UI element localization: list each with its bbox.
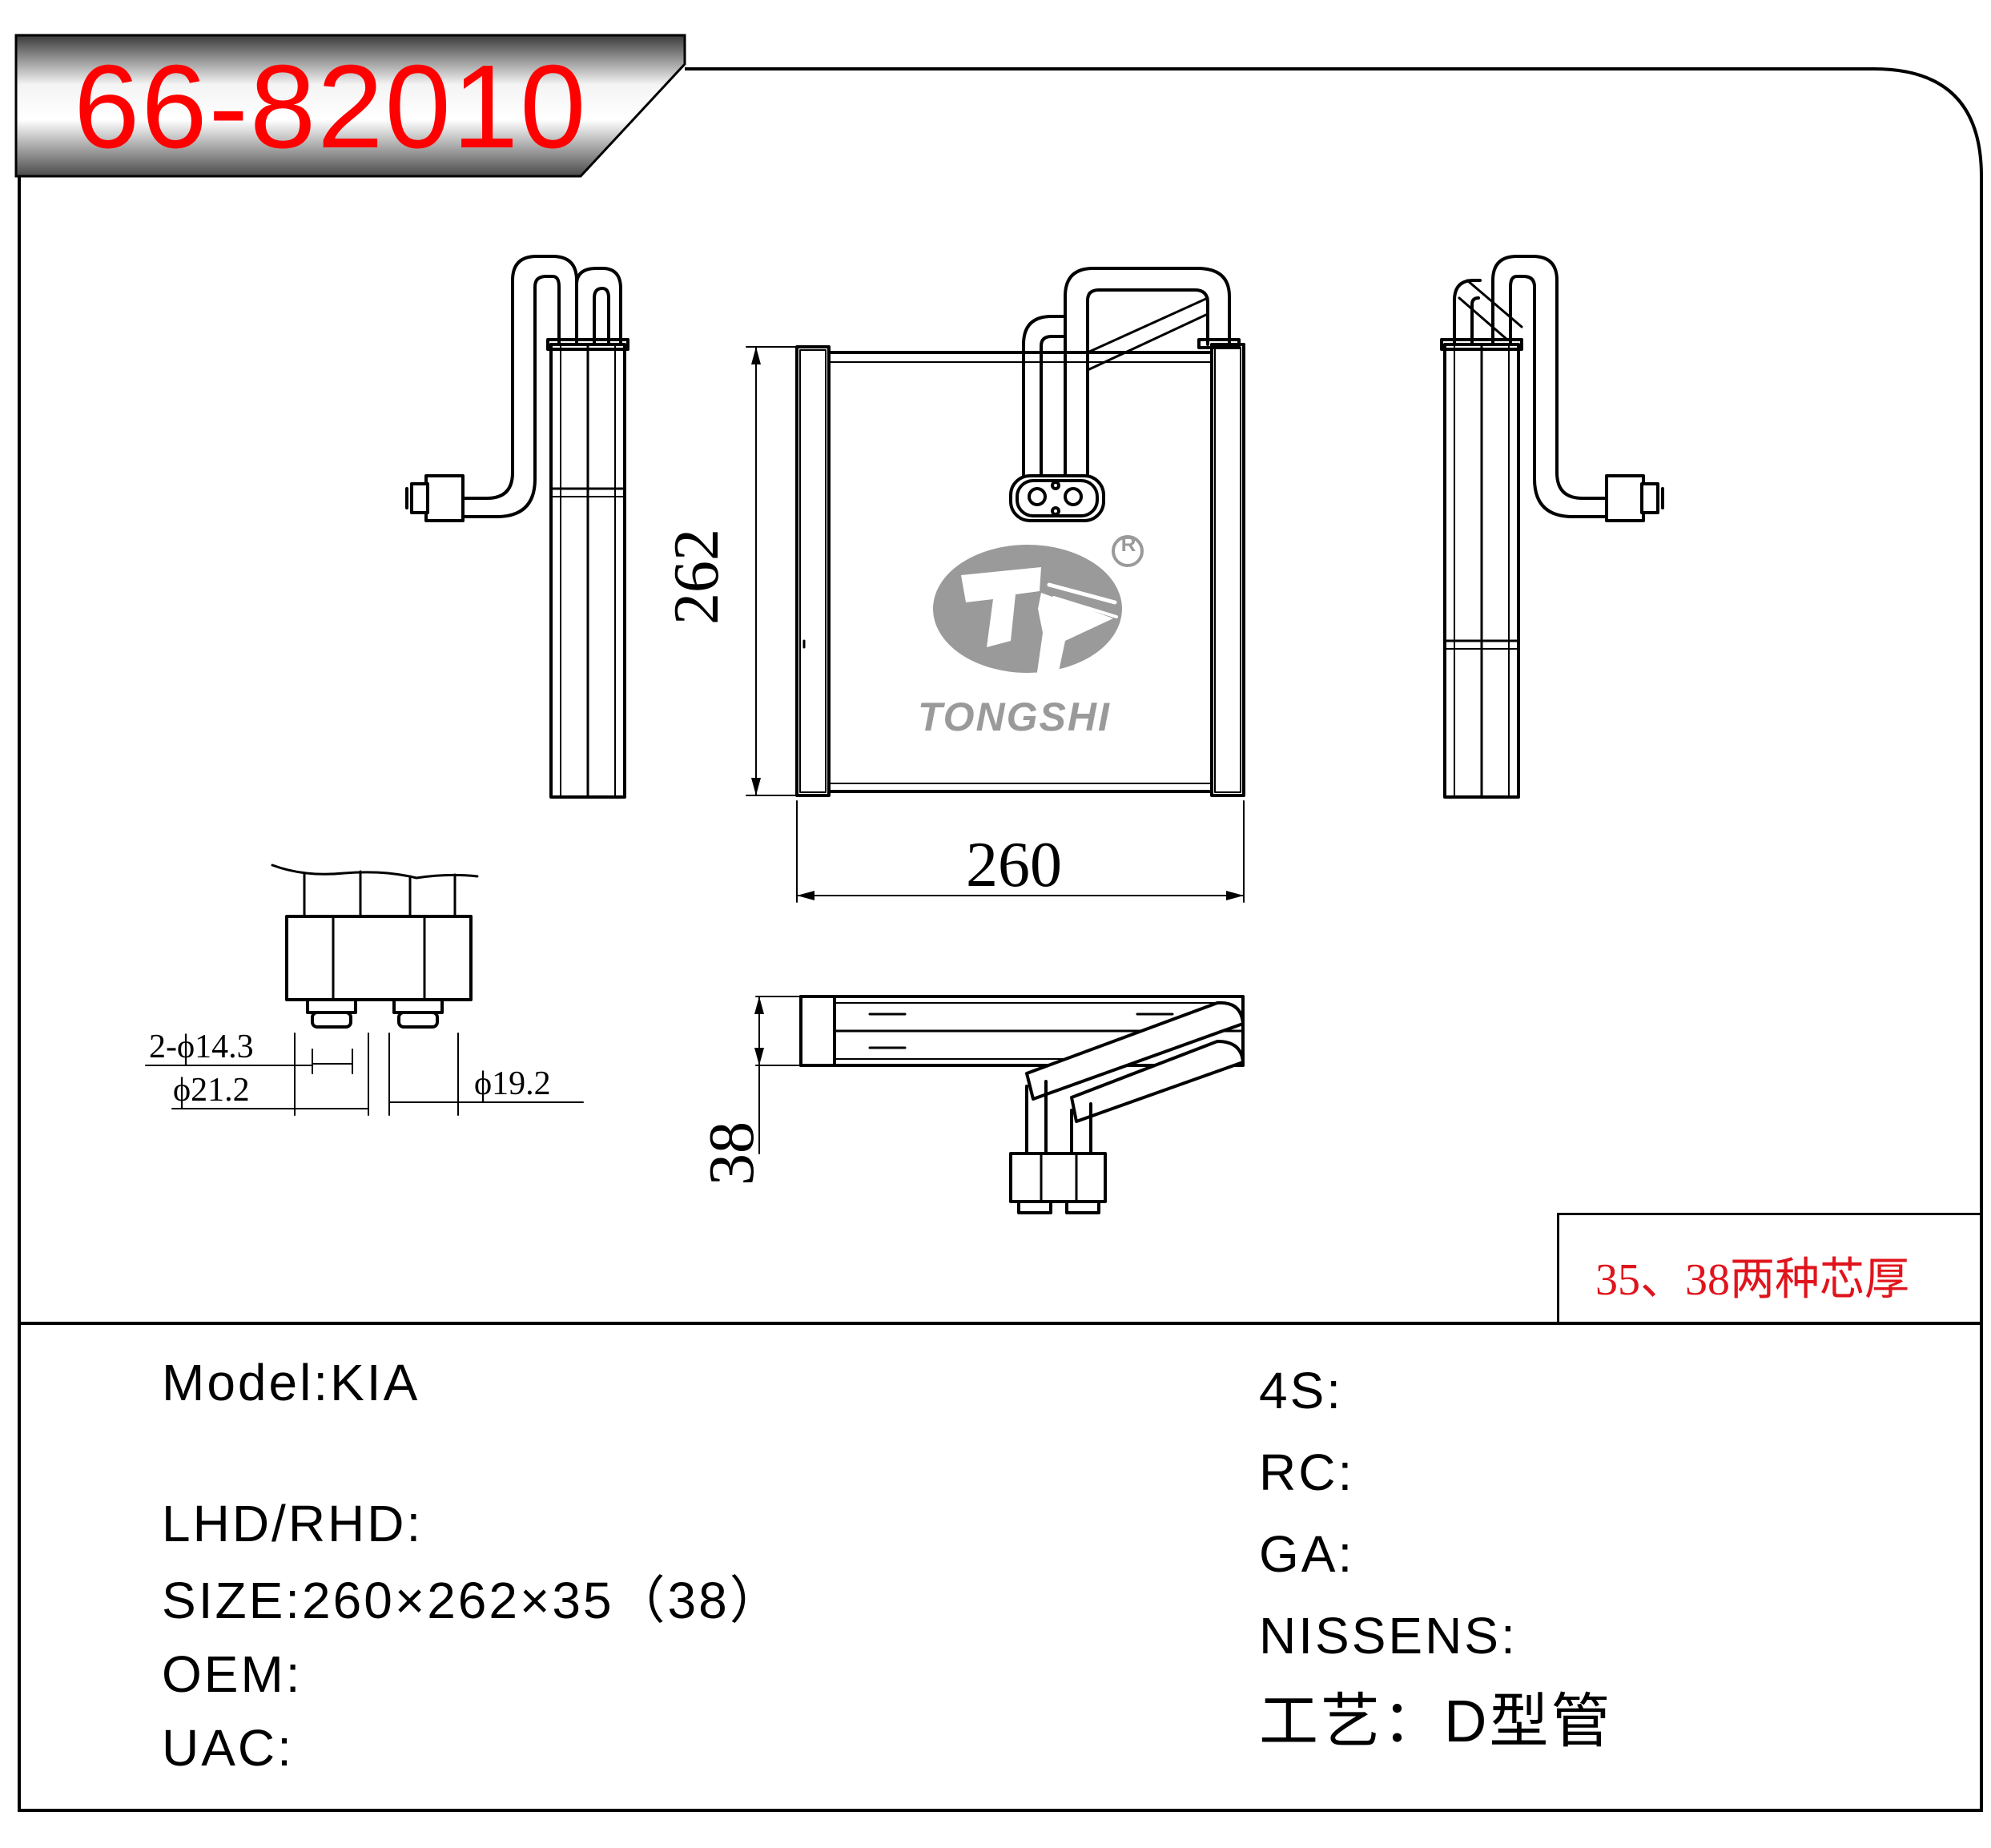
size-label: SIZE:: [162, 1572, 303, 1629]
port-holes-label: 2-ϕ14.3: [149, 1029, 254, 1065]
nissens-row: NISSENS:: [1259, 1610, 1518, 1661]
uac-row: UAC:: [162, 1722, 294, 1774]
left-diameter-label: ϕ21.2: [173, 1072, 250, 1109]
4s-row: 4S:: [1259, 1365, 1343, 1416]
lhd-rhd-row: LHD/RHD:: [162, 1498, 423, 1549]
ga-row: GA:: [1259, 1528, 1354, 1580]
size-row: SIZE:260×262×35（38）: [162, 1575, 783, 1626]
model-row: Model:KIA: [162, 1357, 420, 1408]
ga-label: GA:: [1259, 1525, 1355, 1583]
model-value: KIA: [330, 1354, 420, 1411]
model-label: Model:: [162, 1354, 331, 1411]
nissens-label: NISSENS:: [1259, 1607, 1518, 1665]
right-diameter-label: ϕ19.2: [474, 1065, 551, 1102]
process-row: 工艺：D型管: [1259, 1692, 1612, 1751]
part-number-title: 66-82010: [74, 41, 588, 173]
uac-label: UAC:: [162, 1719, 294, 1777]
core-thickness-note: 35、38两种芯厚: [1595, 1255, 1909, 1305]
4s-label: 4S:: [1259, 1362, 1344, 1419]
size-value: 260×262×35（38）: [302, 1572, 783, 1629]
technical-drawing: [145, 255, 1664, 1214]
process-label: 工艺：: [1259, 1688, 1444, 1754]
oem-label: OEM:: [162, 1645, 303, 1703]
rc-row: RC:: [1259, 1447, 1354, 1498]
core-thickness-note-box: [1557, 1213, 1980, 1323]
rc-label: RC:: [1259, 1443, 1355, 1501]
process-value: D型管: [1444, 1688, 1613, 1754]
fitting-detail: [145, 864, 584, 1116]
oem-row: OEM:: [162, 1649, 303, 1700]
lhd-rhd-label: LHD/RHD:: [162, 1495, 424, 1552]
tongshi-logo: [933, 535, 1144, 678]
right-side-view: [1440, 255, 1664, 799]
top-view: [754, 995, 1245, 1214]
brand-wordmark: TONGSHI: [918, 695, 1111, 739]
width-dimension-label: 260: [966, 830, 1062, 900]
front-view: [746, 267, 1245, 903]
registered-mark: R: [1120, 532, 1136, 556]
left-side-view: [405, 255, 629, 799]
